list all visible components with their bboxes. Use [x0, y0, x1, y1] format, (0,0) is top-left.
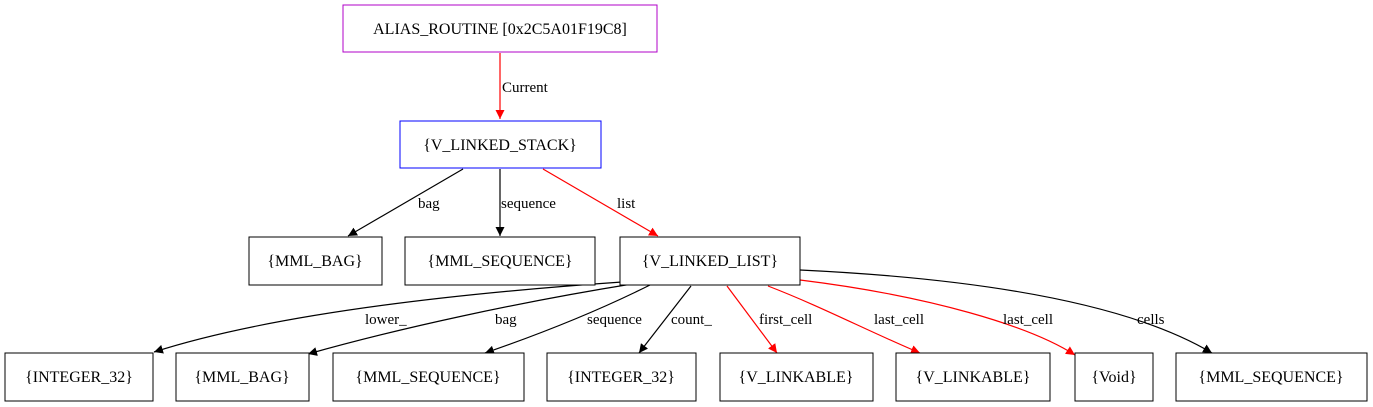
node-alias-routine[interactable]: ALIAS_ROUTINE [0x2C5A01F19C8] — [342, 4, 658, 53]
edge-label-sequence-2: sequence — [587, 312, 642, 328]
edge-count — [638, 285, 692, 354]
node-label-linkable-1: {V_LINKABLE} — [739, 369, 854, 386]
edge-label-sequence: sequence — [501, 196, 556, 212]
edge-label-count: count_ — [671, 312, 712, 328]
node-label-mml-bag-2: {MML_BAG} — [194, 369, 289, 386]
edge-first-cell — [726, 285, 778, 354]
node-integer-32-2[interactable]: {INTEGER_32} — [546, 352, 697, 402]
node-mml-bag-2[interactable]: {MML_BAG} — [175, 352, 310, 402]
edges — [153, 53, 1213, 356]
node-label-linkable-2: {V_LINKABLE} — [916, 369, 1031, 386]
node-linked-list[interactable]: {V_LINKED_LIST} — [619, 236, 801, 286]
node-void[interactable]: {Void} — [1074, 352, 1154, 402]
node-integer-32-1[interactable]: {INTEGER_32} — [4, 352, 154, 402]
node-label-mml-bag-1: {MML_BAG} — [267, 253, 362, 270]
node-label-integer-32-1: {INTEGER_32} — [25, 369, 133, 386]
node-mml-sequence-3[interactable]: {MML_SEQUENCE} — [1175, 352, 1368, 402]
edge-labels: Current bag sequence list lower_ bag seq… — [365, 80, 1165, 328]
edge-label-list: list — [617, 196, 636, 212]
node-label-mml-sequence-2: {MML_SEQUENCE} — [355, 369, 500, 386]
edge-label-bag-2: bag — [495, 312, 517, 328]
nodes: ALIAS_ROUTINE [0x2C5A01F19C8] {V_LINKED_… — [4, 4, 1368, 402]
edge-label-current: Current — [502, 80, 549, 96]
node-label-void: {Void} — [1091, 369, 1136, 386]
edge-bag-2 — [307, 283, 633, 356]
edge-last-cell — [767, 285, 921, 354]
node-label-mml-sequence-3: {MML_SEQUENCE} — [1198, 369, 1343, 386]
edge-label-last-cell-2: last_cell — [1003, 312, 1053, 328]
node-label-mml-sequence-1: {MML_SEQUENCE} — [427, 253, 572, 270]
node-linked-stack[interactable]: {V_LINKED_STACK} — [399, 120, 602, 169]
edge-bag — [347, 168, 464, 237]
node-label-integer-32-2: {INTEGER_32} — [567, 369, 675, 386]
edge-list — [542, 168, 659, 237]
edge-label-lower: lower_ — [365, 312, 407, 328]
node-label-linked-list: {V_LINKED_LIST} — [642, 253, 778, 270]
edge-lower — [153, 281, 623, 354]
edge-label-bag: bag — [418, 196, 440, 212]
node-linkable-2[interactable]: {V_LINKABLE} — [895, 352, 1051, 402]
edge-label-cells: cells — [1137, 312, 1165, 328]
node-mml-bag-1[interactable]: {MML_BAG} — [248, 236, 383, 286]
edge-label-first-cell: first_cell — [759, 312, 812, 328]
node-linkable-1[interactable]: {V_LINKABLE} — [719, 352, 874, 402]
node-label-linked-stack: {V_LINKED_STACK} — [423, 137, 577, 154]
edge-cells — [799, 269, 1213, 354]
node-mml-sequence-1[interactable]: {MML_SEQUENCE} — [404, 236, 596, 286]
edge-sequence-2 — [484, 284, 651, 355]
edge-last-cell-2 — [799, 279, 1076, 356]
edge-label-last-cell: last_cell — [874, 312, 924, 328]
node-label-alias-routine: ALIAS_ROUTINE [0x2C5A01F19C8] — [373, 21, 627, 38]
node-mml-sequence-2[interactable]: {MML_SEQUENCE} — [332, 352, 525, 402]
